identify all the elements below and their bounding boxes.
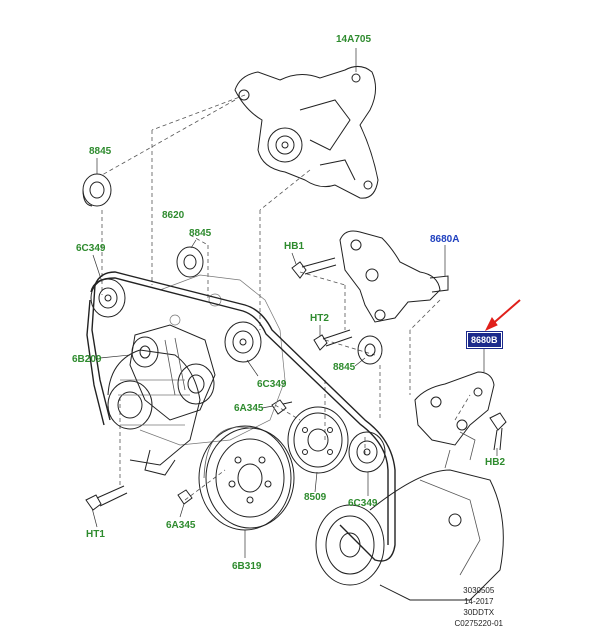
assembly-label-8680a: 8680A [430,234,460,245]
part-label-6c349-left: 6C349 [76,243,106,254]
part-label-8509: 8509 [304,492,327,503]
part-label-6a345-top: 6A345 [234,403,264,414]
part-label-14a705: 14A705 [336,34,372,45]
idler-pulley-6c349-mid [224,321,262,363]
part-label-ht1: HT1 [86,529,105,540]
part-label-hb1: HB1 [284,241,305,252]
part-label-8620: 8620 [162,210,185,221]
part-label-6a345-low: 6A345 [166,520,196,531]
bolt-hb1 [291,257,337,279]
red-arrow-indicator [484,299,521,332]
part-label-6c349-mid: 6C349 [257,379,287,390]
part-label-8845-mid: 8845 [189,228,212,239]
diagram-reference-block: 3030505 14-2017 30DDTX C0275220-01 [455,585,503,629]
reference-line-1: 3030505 [463,586,495,595]
part-label-6b319: 6B319 [232,561,262,572]
part-label-6b209: 6B209 [72,354,102,365]
reference-line-4: C0275220-01 [454,619,503,628]
accessory-bracket-lower [414,371,495,446]
serpentine-belt [86,271,396,562]
water-pump-housing [234,66,379,199]
pulley-8509 [287,406,349,474]
alternator [107,349,201,476]
idler-pulley-right [357,335,383,365]
part-label-hb2: HB2 [485,457,506,468]
bolt-ht2 [313,329,353,351]
idler-pulley-top [82,173,112,207]
idler-pulley-6c349-low [348,431,386,473]
reference-line-3: 30DDTX [463,608,495,617]
part-label-8845-top: 8845 [89,146,112,157]
part-label-ht2: HT2 [310,313,329,324]
ac-compressor [315,431,504,601]
idler-pulley-mid [176,246,204,278]
reference-line-2: 14-2017 [464,597,494,606]
part-label-8845-right: 8845 [333,362,356,373]
part-label-6c349-low: 6C349 [348,498,378,509]
dashed-leader-lines [101,94,471,501]
assembly-label-8680b-highlighted: 8680B [468,333,501,347]
label-leader-lines [91,48,498,558]
belt-tensioner [129,324,216,421]
bolt-ht1 [85,485,128,511]
idler-pulley-6c349-left [90,278,126,318]
engine-front-cover [139,274,286,446]
bolt-hb2 [489,412,507,451]
bolt-6a345-low [177,489,193,505]
bolt-6a345-top [271,399,293,415]
accessory-bracket-upper [339,230,449,323]
